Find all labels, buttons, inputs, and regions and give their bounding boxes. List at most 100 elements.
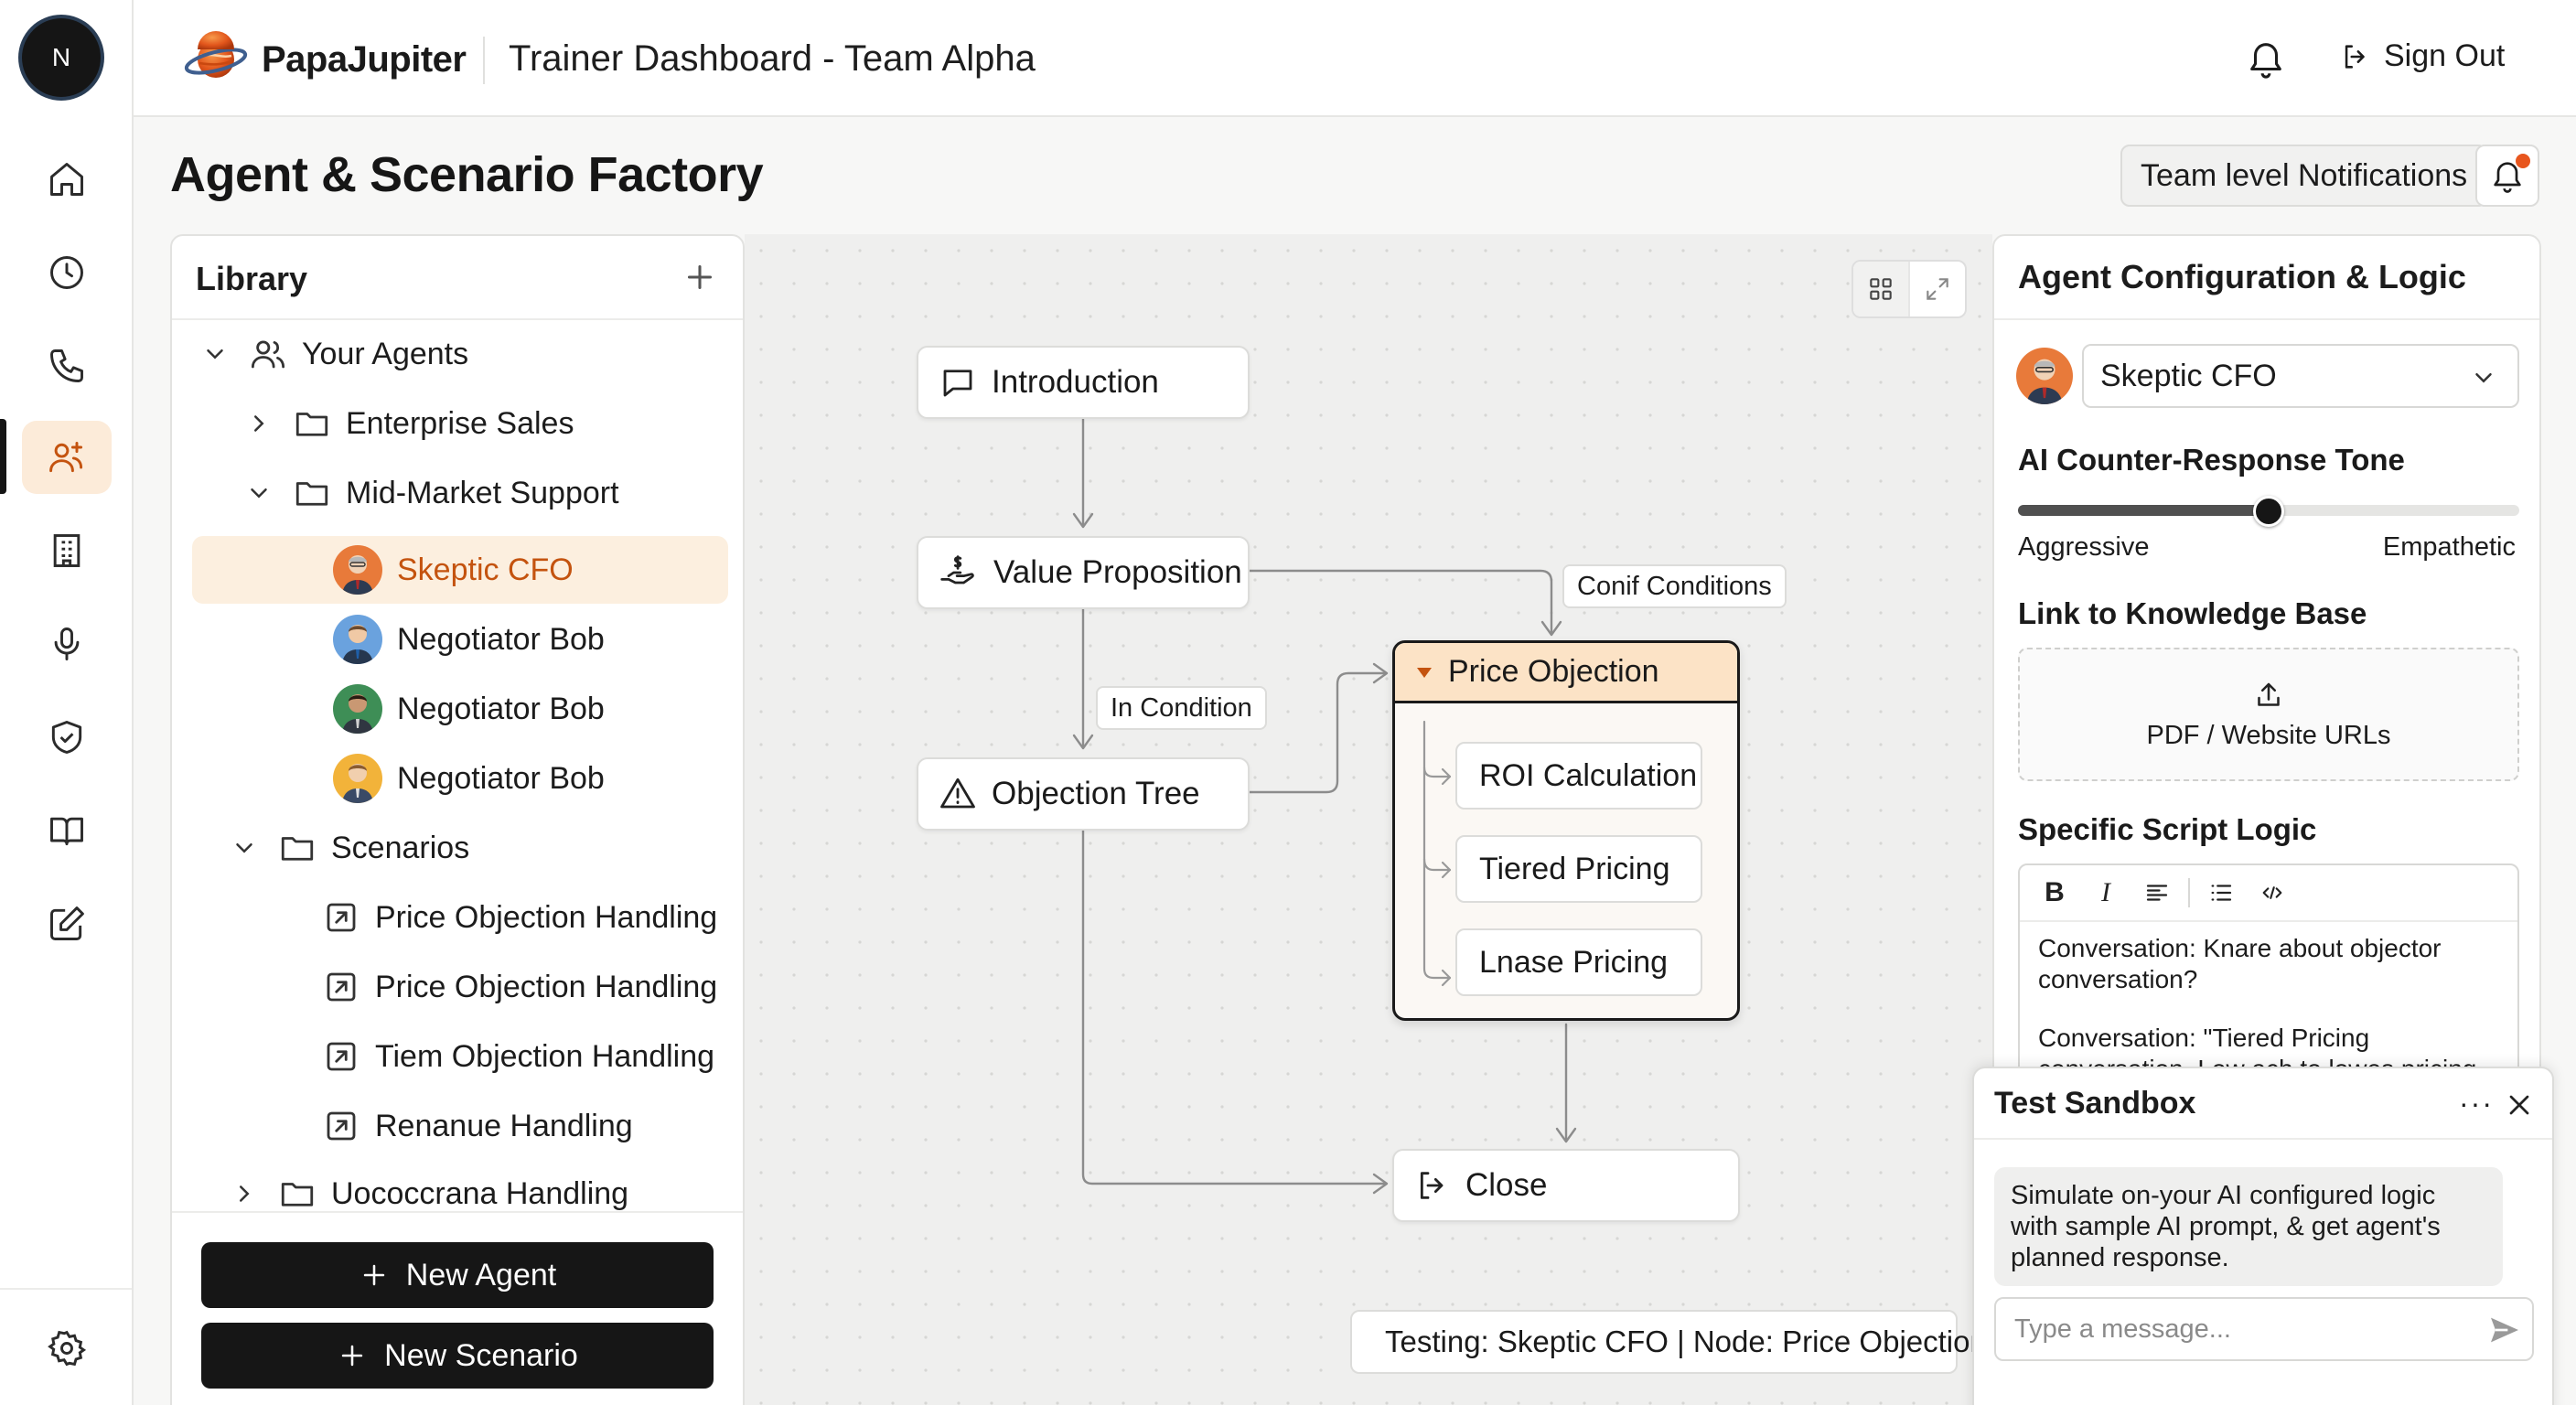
agent-avatar [333, 545, 382, 595]
team-notifications-button[interactable]: Team level Notifications [2120, 145, 2488, 207]
tree-label: Negotiator Bob [397, 621, 605, 657]
node-group-price-objection[interactable]: Price Objection ROI Calculation Tiered P… [1392, 640, 1740, 1021]
rail-agents[interactable] [22, 421, 112, 494]
rail-calls[interactable] [22, 329, 112, 402]
tree-scenario-item[interactable]: Price Objection Handling [322, 953, 717, 1021]
brand[interactable]: PapaJupiter [183, 31, 467, 88]
tree-scenario-item[interactable]: Tiem Objection Handling [322, 1023, 714, 1090]
rail-security[interactable] [22, 701, 112, 774]
clock-icon [50, 256, 83, 289]
fullscreen-button[interactable] [1910, 262, 1965, 316]
library-title: Library [196, 260, 308, 297]
grid-view-button[interactable] [1853, 262, 1910, 316]
notifications-button[interactable] [2475, 145, 2539, 207]
close-icon[interactable] [2503, 1089, 2536, 1121]
tone-slider-handle[interactable] [2253, 496, 2284, 527]
kb-upload-dropzone[interactable]: PDF / Website URLs [2018, 648, 2519, 781]
sign-out-icon [2345, 44, 2365, 69]
rail-voice[interactable] [22, 607, 112, 681]
test-sandbox: Test Sandbox ··· Simulate on-your AI con… [1972, 1067, 2554, 1405]
tree-label: Uococcrana Handling [331, 1175, 629, 1211]
chevron-down-icon [2475, 373, 2492, 383]
bell-icon [2494, 162, 2521, 193]
book-icon [50, 817, 83, 846]
folder-icon [281, 837, 314, 861]
upload-icon [2258, 682, 2280, 706]
user-avatar[interactable]: N [22, 18, 101, 97]
new-scenario-button[interactable]: New Scenario [201, 1323, 714, 1389]
tree-folder-mid-market-support[interactable]: Mid-Market Support [245, 459, 619, 527]
shield-icon [51, 721, 82, 754]
list-button[interactable] [2195, 865, 2247, 921]
italic-button[interactable]: I [2101, 877, 2110, 907]
chevron-down-icon [251, 488, 267, 499]
new-agent-button[interactable]: New Agent [201, 1242, 714, 1308]
flow-canvas[interactable] [745, 234, 1992, 1405]
node-objection-tree[interactable]: Objection Tree [917, 757, 1250, 831]
align-button[interactable] [2131, 865, 2183, 921]
tree-label: Negotiator Bob [397, 760, 605, 796]
tone-label: AI Counter-Response Tone [2018, 443, 2405, 477]
chevron-right-icon [254, 415, 264, 432]
agent-avatar [2016, 348, 2073, 404]
folder-icon [295, 482, 328, 506]
tree-agent-negotiator-bob[interactable]: Negotiator Bob [333, 675, 605, 743]
rail-notes[interactable] [22, 887, 112, 960]
tree-label: Skeptic CFO [397, 552, 574, 587]
status-text: Testing: Skeptic CFO | Node: Price Objec… [1385, 1325, 1987, 1358]
tree-agent-skeptic-cfo[interactable]: Skeptic CFO [192, 536, 728, 604]
tree-folder-scenarios[interactable]: Scenarios [231, 814, 469, 882]
node-introduction[interactable]: Introduction [917, 346, 1250, 419]
agent-select[interactable]: Skeptic CFO [2082, 344, 2519, 408]
tree-label: Price Objection Handling [375, 899, 718, 935]
rail-home[interactable] [22, 143, 112, 216]
active-indicator [0, 419, 6, 494]
new-agent-label: New Agent [405, 1257, 557, 1292]
tone-slider-fill [2018, 505, 2269, 516]
more-options-button[interactable]: ··· [2459, 1087, 2494, 1120]
rail-divider [0, 1288, 132, 1290]
edge-label-conif-conditions: Conif Conditions [1562, 564, 1787, 608]
sub-node-roi-calculation[interactable]: ROI Calculation [1455, 742, 1702, 810]
sandbox-message-input[interactable] [1994, 1297, 2534, 1361]
node-close[interactable]: Close [1392, 1149, 1740, 1222]
sub-node-tiered-pricing[interactable]: Tiered Pricing [1455, 835, 1702, 903]
node-label: Close [1465, 1167, 1548, 1203]
plus-icon [341, 1345, 363, 1367]
tree-group-your-agents[interactable]: Your Agents [201, 320, 468, 388]
tree-scenario-item[interactable]: Price Objection Handling [322, 884, 717, 951]
header-notifications[interactable] [2245, 37, 2287, 80]
agent-avatar [333, 615, 382, 664]
send-icon[interactable] [2486, 1312, 2523, 1348]
warning-icon [940, 778, 975, 809]
tree-label: Enterprise Sales [346, 405, 574, 441]
tree-folder-enterprise-sales[interactable]: Enterprise Sales [245, 390, 574, 457]
tree-label: Scenarios [331, 830, 470, 865]
code-button[interactable] [2247, 865, 2298, 921]
tone-slider[interactable] [2018, 496, 2519, 527]
tree-scenario-item[interactable]: Renanue Handling [322, 1092, 633, 1160]
chevron-down-icon [236, 843, 252, 853]
group-header[interactable]: Price Objection [1395, 643, 1737, 703]
tree-agent-negotiator-bob[interactable]: Negotiator Bob [333, 606, 605, 673]
top-header: PapaJupiter Trainer Dashboard - Team Alp… [134, 0, 2576, 117]
users-icon [49, 441, 83, 473]
phone-icon [50, 349, 83, 382]
sign-out-button[interactable]: Sign Out [2340, 38, 2505, 74]
node-value-proposition[interactable]: Value Proposition [917, 536, 1250, 609]
rail-organization[interactable] [22, 514, 112, 587]
rail-library[interactable] [22, 794, 112, 867]
tree-folder-partial[interactable]: Uococcrana Handling [231, 1160, 628, 1228]
plus-icon[interactable] [679, 256, 721, 298]
rail-settings[interactable] [22, 1312, 112, 1385]
tree-agent-negotiator-bob[interactable]: Negotiator Bob [333, 745, 605, 812]
library-footer: New Agent New Scenario [172, 1211, 743, 1405]
library-panel: Library Your Agents Enterprise Sales Mid… [170, 234, 745, 1405]
tree-label: Tiem Objection Handling [375, 1038, 715, 1074]
rail-history[interactable] [22, 236, 112, 309]
bold-button[interactable]: B [2045, 877, 2065, 907]
chevron-right-icon [240, 1185, 250, 1202]
agent-avatar [333, 754, 382, 803]
home-icon [50, 163, 83, 196]
sub-node-lnase-pricing[interactable]: Lnase Pricing [1455, 928, 1702, 996]
